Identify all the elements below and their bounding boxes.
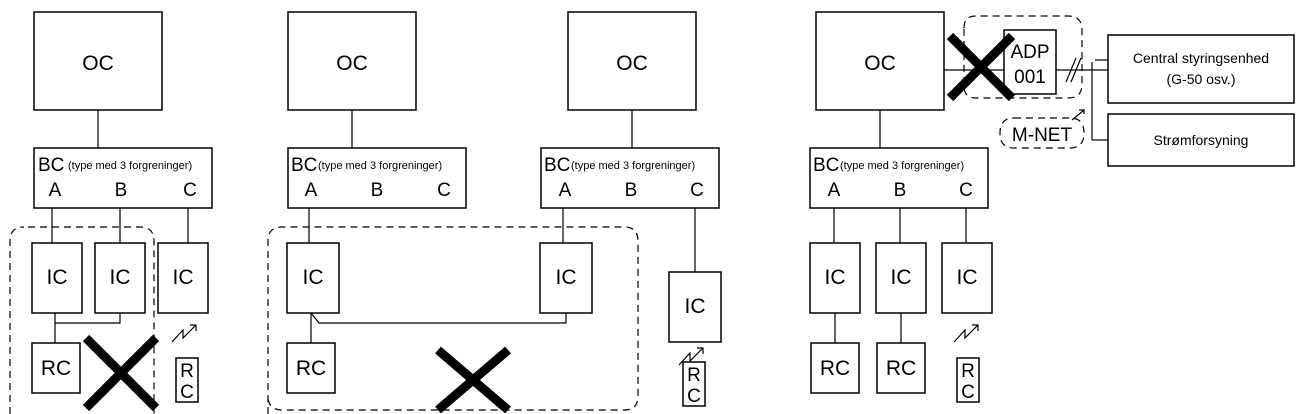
indoor-unit-label: IC	[173, 266, 194, 289]
remote-controller-label: RC	[296, 357, 326, 380]
m-net-label: M-NET	[1012, 125, 1073, 146]
bc-controller-label: BC	[813, 155, 839, 176]
adp-adapter-box	[1003, 29, 1057, 95]
indoor-unit-label: IC	[957, 266, 978, 289]
remote-controller-box	[286, 342, 336, 394]
bc-controller-note: (type med 3 forgreninger)	[68, 160, 192, 172]
branch-b-label: B	[625, 180, 638, 201]
bc-controller-box	[809, 147, 989, 209]
not-allowed-cross-icon	[946, 32, 1016, 102]
outdoor-unit-box	[33, 11, 163, 111]
branch-b-label: B	[371, 180, 384, 201]
adp-adapter-label-line2: 001	[1014, 67, 1046, 88]
wireless-remote-label-c: C	[687, 386, 701, 407]
indoor-unit-label: IC	[110, 266, 131, 289]
remote-controller-box	[810, 342, 860, 394]
m-net-bubble	[999, 117, 1085, 149]
indoor-unit-box	[94, 242, 146, 314]
branch-c-label: C	[183, 180, 197, 201]
wireless-remote-box	[956, 357, 980, 403]
indoor-unit-label: IC	[685, 295, 706, 318]
wireless-signal-icon	[678, 347, 704, 366]
outdoor-unit-box	[815, 11, 945, 111]
outdoor-unit-label: OC	[82, 52, 114, 75]
indoor-unit-box	[539, 242, 593, 314]
remote-controller-label: RC	[886, 357, 916, 380]
adp-boundary	[963, 15, 1083, 99]
outdoor-unit-label: OC	[616, 52, 648, 75]
branch-c-label: C	[690, 180, 704, 201]
remote-controller-box	[876, 342, 926, 394]
wireless-remote-label-r: R	[687, 365, 701, 386]
wireless-remote-label-c: C	[180, 382, 194, 403]
branch-a-label: A	[305, 180, 318, 201]
not-allowed-cross-icon	[82, 334, 160, 412]
remote-controller-label: RC	[41, 357, 71, 380]
diagram-2: OC OC BC (type med 3 forgreninger) A B C…	[267, 11, 722, 414]
not-allowed-cross-icon	[435, 346, 511, 414]
bc-controller-note: (type med 3 forgreninger)	[840, 160, 964, 172]
remote-controller-box	[31, 342, 81, 394]
outdoor-unit-box	[287, 11, 417, 111]
central-controller-label-line1: Central styringsenhed	[1133, 50, 1269, 66]
outdoor-unit-label: OC	[336, 52, 368, 75]
indoor-unit-box	[668, 271, 722, 343]
branch-a-label: A	[559, 180, 572, 201]
bc-controller-box	[287, 147, 467, 209]
power-supply-label: Strømforsyning	[1154, 132, 1249, 148]
bc-controller-note: (type med 3 forgreninger)	[318, 160, 442, 172]
indoor-unit-box	[875, 242, 927, 314]
wireless-signal-icon	[953, 324, 979, 343]
bc-controller-note: (type med 3 forgreninger)	[571, 160, 695, 172]
central-controller-label-line2: (G-50 osv.)	[1167, 71, 1236, 87]
cable-break-icon	[1065, 57, 1082, 83]
power-supply-box	[1107, 113, 1295, 167]
bc-controller-label: BC	[38, 155, 64, 176]
indoor-unit-box	[941, 242, 993, 314]
bc-controller-box	[33, 147, 213, 209]
diagram-3: OC ADP 001 Central styringsenhed (G-50 o…	[809, 11, 1295, 403]
group-boundary	[267, 226, 639, 414]
outdoor-unit-label: OC	[864, 52, 896, 75]
indoor-unit-label: IC	[891, 266, 912, 289]
diagram-1: OC BC (type med 3 forgreninger) A B C IC…	[9, 11, 213, 414]
wireless-remote-label-r: R	[961, 361, 975, 382]
wireless-signal-icon	[171, 324, 197, 343]
branch-b-label: B	[115, 180, 128, 201]
branch-c-label: C	[959, 180, 973, 201]
wireless-remote-box	[175, 357, 199, 403]
branch-a-label: A	[49, 180, 62, 201]
branch-a-label: A	[828, 180, 841, 201]
wireless-remote-label-r: R	[180, 361, 194, 382]
central-controller-box	[1107, 34, 1295, 104]
indoor-unit-label: IC	[825, 266, 846, 289]
adp-adapter-label-line1: ADP	[1010, 42, 1049, 63]
bc-controller-label: BC	[291, 155, 317, 176]
indoor-unit-box	[31, 242, 83, 314]
group-boundary	[9, 226, 155, 414]
indoor-unit-label: IC	[556, 266, 577, 289]
branch-c-label: C	[437, 180, 451, 201]
remote-controller-label: RC	[820, 357, 850, 380]
indoor-unit-label: IC	[303, 266, 324, 289]
indoor-unit-box	[157, 242, 209, 314]
bc-controller-box	[540, 147, 720, 209]
wireless-remote-box	[682, 361, 706, 407]
indoor-unit-box	[286, 242, 340, 314]
indoor-unit-label: IC	[47, 266, 68, 289]
branch-b-label: B	[894, 180, 907, 201]
indoor-unit-box	[809, 242, 861, 314]
bc-controller-label: BC	[544, 155, 570, 176]
outdoor-unit-box	[567, 11, 697, 111]
wireless-remote-label-c: C	[961, 382, 975, 403]
